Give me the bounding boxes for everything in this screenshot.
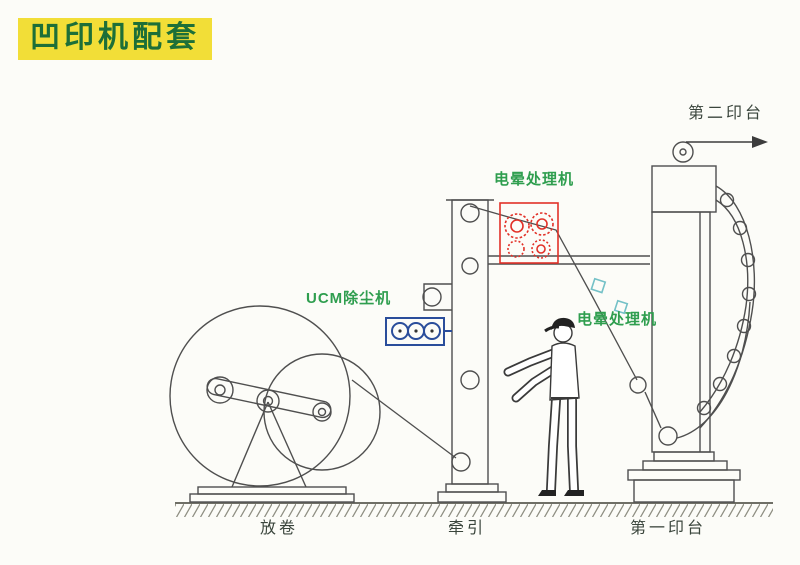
- page-title: 凹印机配套: [18, 18, 212, 60]
- web-path-upper: [469, 205, 638, 381]
- label-ucm-dust-remover: UCM除尘机: [306, 290, 392, 307]
- web-path-lower: [351, 379, 457, 459]
- label-corona-treater-top: 电晕处理机: [494, 171, 575, 188]
- label-corona-treater-mid: 电晕处理机: [577, 311, 658, 328]
- ground: [175, 502, 773, 517]
- traction-unit: [422, 199, 650, 503]
- electrode-plates: [590, 277, 629, 315]
- label-first-print-station: 第一印台: [630, 520, 707, 537]
- corona-treater-unit: [499, 202, 559, 264]
- label-traction: 牵引: [448, 520, 487, 537]
- ucm-dust-remover: [385, 317, 452, 346]
- first-print-station-machine: [627, 141, 757, 503]
- direction-arrow: [686, 136, 768, 148]
- unwinder-machine: [169, 305, 381, 503]
- operator-figure: [503, 317, 584, 496]
- label-second-print-station: 第二印台: [688, 105, 765, 122]
- label-unwinder: 放卷: [260, 520, 299, 537]
